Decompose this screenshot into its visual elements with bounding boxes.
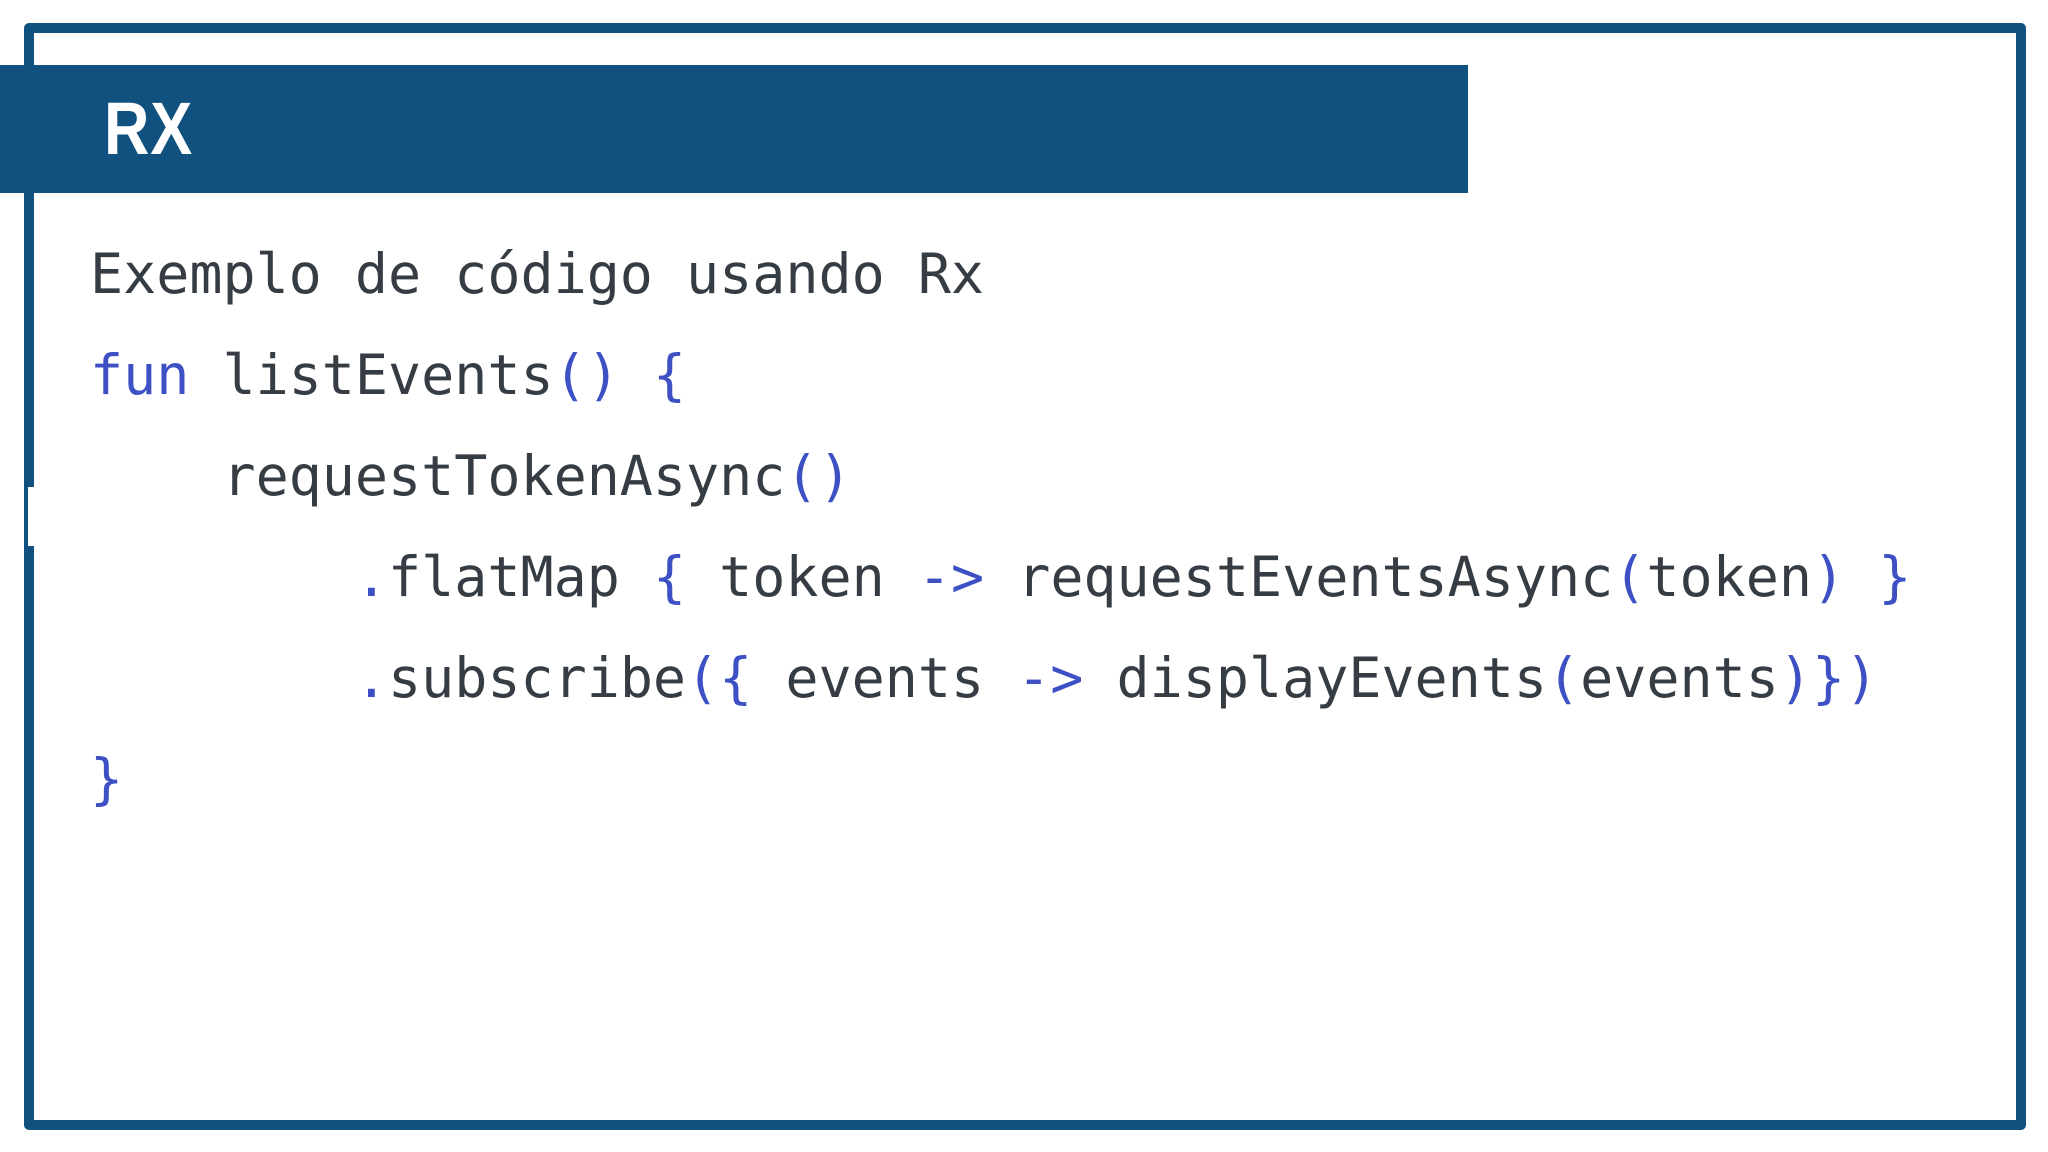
code-token-plain: Exemplo de código usando Rx xyxy=(90,242,985,306)
code-token-keyword: -> xyxy=(1017,646,1084,710)
code-token-keyword: { xyxy=(652,545,687,609)
code-token-keyword: -> xyxy=(917,545,985,609)
code-token-plain: flatMap xyxy=(388,545,653,609)
code-token-keyword: fun xyxy=(90,343,190,407)
code-token-plain: requestTokenAsync xyxy=(90,444,786,508)
code-line: .subscribe({ events -> displayEvents(eve… xyxy=(90,628,1911,729)
title-banner: RX xyxy=(0,65,1468,193)
code-token-keyword: ( xyxy=(1547,646,1581,710)
code-token-plain: subscribe xyxy=(388,646,687,710)
code-token-keyword: . xyxy=(354,545,389,609)
left-border-notch-line xyxy=(24,487,28,546)
code-line: .flatMap { token -> requestEventsAsync(t… xyxy=(90,527,1911,628)
code-token-plain: token xyxy=(686,545,918,609)
code-token-plain xyxy=(90,545,355,609)
code-token-plain: requestEventsAsync xyxy=(984,545,1614,609)
code-token-keyword: ) xyxy=(1811,545,1846,609)
code-token-plain: displayEvents xyxy=(1083,646,1548,710)
code-token-plain xyxy=(620,343,653,407)
code-token-keyword: { xyxy=(652,343,687,407)
left-border-notch xyxy=(28,487,38,546)
code-token-keyword: . xyxy=(354,646,389,710)
slide-title: RX xyxy=(104,87,194,170)
code-token-plain: listEvents xyxy=(189,343,554,407)
code-line: fun listEvents() { xyxy=(90,325,1911,426)
code-token-keyword: )}) xyxy=(1778,646,1879,710)
code-block: Exemplo de código usando Rx fun listEvent… xyxy=(90,224,1911,830)
code-token-keyword: } xyxy=(90,747,124,811)
code-token-keyword: () xyxy=(553,343,620,407)
code-token-plain xyxy=(90,646,355,710)
code-line: requestTokenAsync() xyxy=(90,426,1911,527)
code-token-keyword: ( xyxy=(1613,545,1647,609)
code-token-keyword: } xyxy=(1878,545,1912,609)
code-token-plain: events xyxy=(752,646,1018,710)
code-token-plain: token xyxy=(1646,545,1812,609)
code-token-keyword: ({ xyxy=(686,646,753,710)
code-token-plain xyxy=(1845,545,1878,609)
code-token-keyword: () xyxy=(785,444,852,508)
slide-border-frame xyxy=(24,23,2026,1130)
code-line: } xyxy=(90,729,1911,830)
code-token-plain: events xyxy=(1580,646,1779,710)
code-line: Exemplo de código usando Rx xyxy=(90,224,1911,325)
